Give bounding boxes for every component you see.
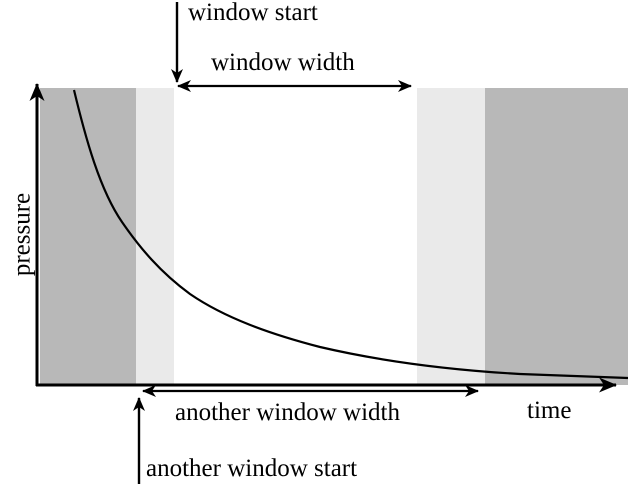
band-group xyxy=(40,88,628,385)
band-excluded-right-dark xyxy=(485,88,628,385)
band-excluded-left-dark xyxy=(40,88,136,385)
pressure-curve xyxy=(72,89,628,380)
label-window-width: window width xyxy=(211,49,355,76)
band-partial-right-light xyxy=(417,88,485,385)
band-window-clear xyxy=(174,88,417,385)
label-another-window-start: another window start xyxy=(146,455,358,482)
x-axis-label: time xyxy=(527,397,572,424)
label-another-window-width: another window width xyxy=(175,399,400,426)
label-window-start: window start xyxy=(188,0,318,26)
band-partial-left-light xyxy=(136,88,174,385)
y-axis-label: pressure xyxy=(8,192,36,277)
